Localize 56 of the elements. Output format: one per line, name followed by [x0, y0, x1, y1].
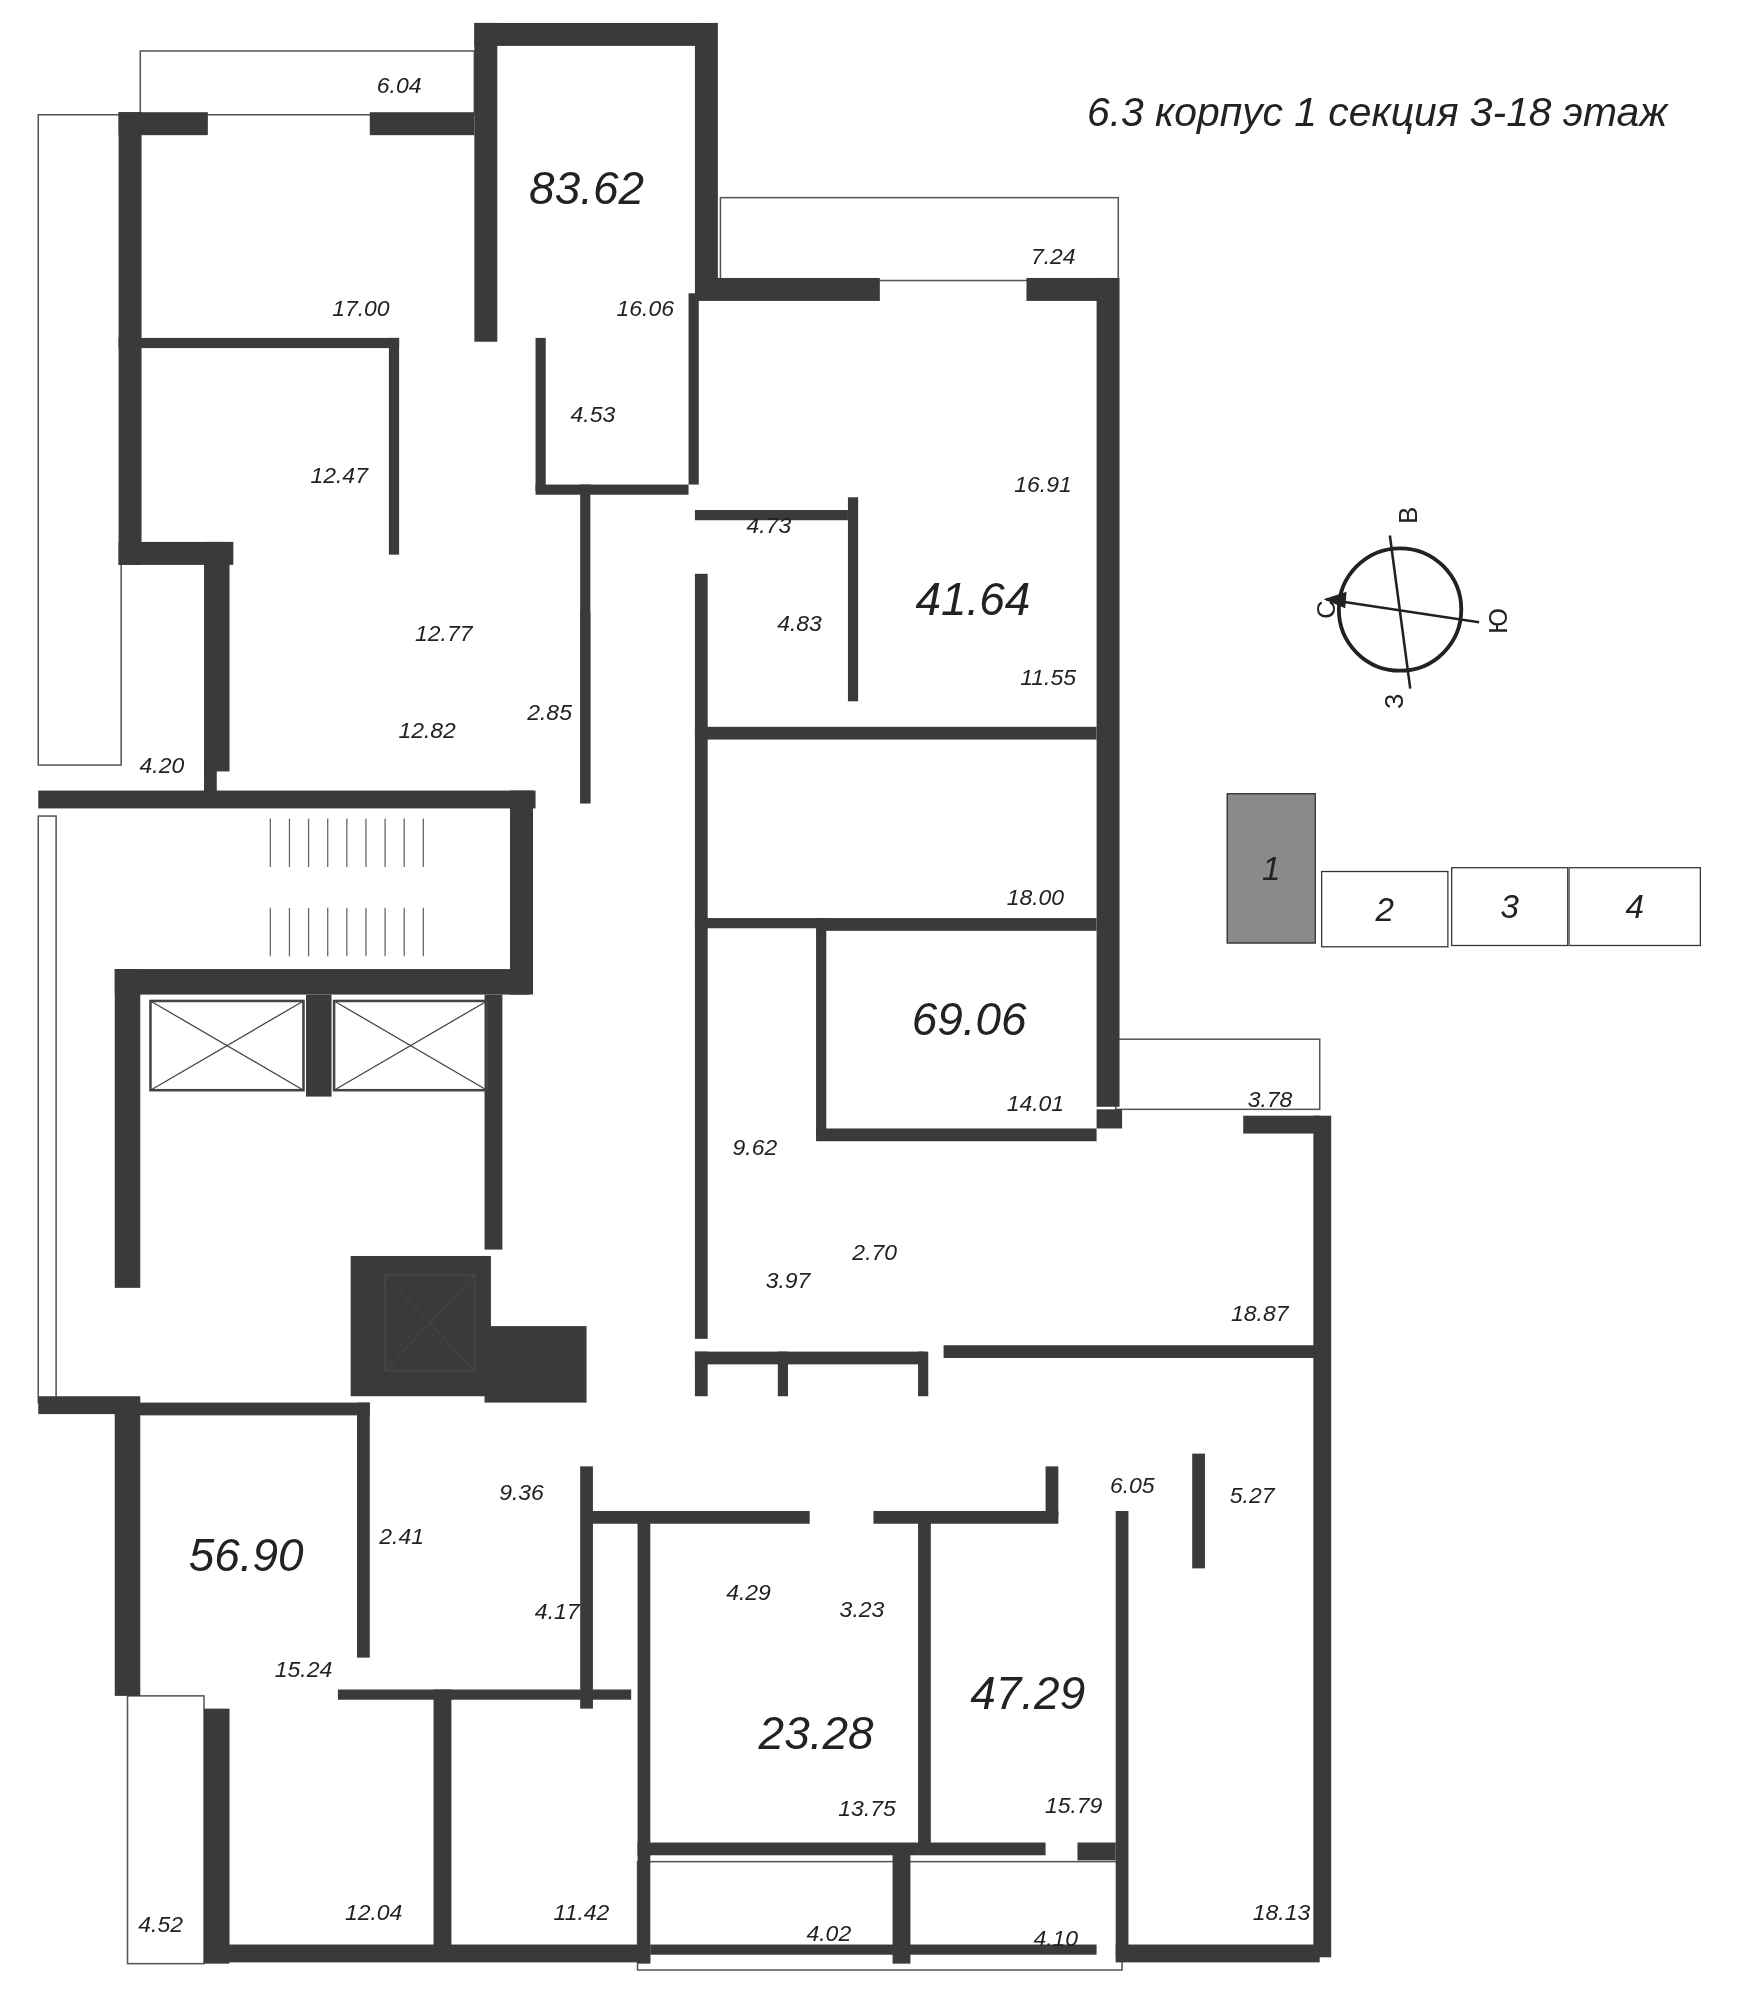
area-label: 12.47 — [310, 464, 368, 488]
area-label: 15.79 — [1044, 1794, 1103, 1817]
area-label: 56.90 — [188, 1532, 304, 1579]
section-number: 2 — [1375, 889, 1394, 929]
compass-letter: В — [1394, 506, 1421, 524]
area-label: 12.82 — [398, 719, 456, 743]
building-section — [1226, 793, 1316, 944]
area-label: 23.28 — [758, 1711, 874, 1758]
building-section — [1568, 867, 1701, 947]
area-label: 9.36 — [499, 1480, 544, 1504]
area-label: 4.83 — [777, 612, 822, 635]
area-label: 16.06 — [616, 297, 674, 321]
area-label: 18.87 — [1231, 1301, 1289, 1325]
area-label: 11.55 — [1020, 665, 1076, 689]
area-label: 47.29 — [970, 1670, 1086, 1717]
section-number: 1 — [1262, 848, 1281, 889]
section-number: 4 — [1625, 886, 1644, 927]
area-label: 4.02 — [806, 1921, 852, 1945]
compass-letter: З — [1380, 693, 1407, 709]
area-label: 4.29 — [726, 1581, 771, 1605]
building-section — [1451, 867, 1569, 947]
area-label: 3.78 — [1247, 1087, 1293, 1111]
compass-letter: Ю — [1485, 608, 1511, 634]
building-section — [1321, 870, 1449, 948]
area-label: 4.20 — [139, 753, 185, 777]
area-label: 18.13 — [1252, 1901, 1311, 1925]
area-label: 4.52 — [138, 1912, 183, 1936]
area-label: 6.04 — [376, 73, 422, 97]
area-label: 12.04 — [344, 1901, 403, 1925]
area-label: 6.05 — [1109, 1474, 1155, 1497]
area-label: 4.53 — [570, 402, 616, 426]
area-label: 13.75 — [838, 1796, 896, 1820]
area-label: 2.41 — [379, 1525, 424, 1548]
area-label: 11.42 — [553, 1901, 610, 1925]
area-label: 3.23 — [839, 1597, 885, 1621]
area-label: 9.62 — [732, 1136, 778, 1160]
compass-letter: С — [1313, 600, 1339, 619]
area-label: 4.10 — [1033, 1926, 1079, 1950]
area-label: 69.06 — [911, 997, 1027, 1044]
area-label: 4.73 — [746, 513, 792, 537]
area-label: 16.91 — [1014, 473, 1072, 496]
area-label: 12.77 — [415, 622, 473, 646]
plan-title: 6.3 корпус 1 секция 3-18 этаж — [1087, 91, 1668, 133]
area-label: 14.01 — [1006, 1091, 1065, 1115]
area-label: 17.00 — [332, 297, 390, 321]
area-label: 83.62 — [529, 165, 644, 212]
area-label: 7.24 — [1030, 244, 1076, 268]
area-label: 2.70 — [852, 1240, 898, 1264]
area-label: 2.85 — [527, 701, 572, 725]
section-number: 3 — [1500, 886, 1519, 927]
area-label: 5.27 — [1229, 1484, 1275, 1508]
area-label: 3.97 — [765, 1268, 811, 1292]
area-label: 41.64 — [915, 576, 1031, 623]
area-label: 4.17 — [534, 1600, 580, 1624]
area-label: 15.24 — [274, 1657, 333, 1681]
area-label: 18.00 — [1006, 886, 1065, 910]
